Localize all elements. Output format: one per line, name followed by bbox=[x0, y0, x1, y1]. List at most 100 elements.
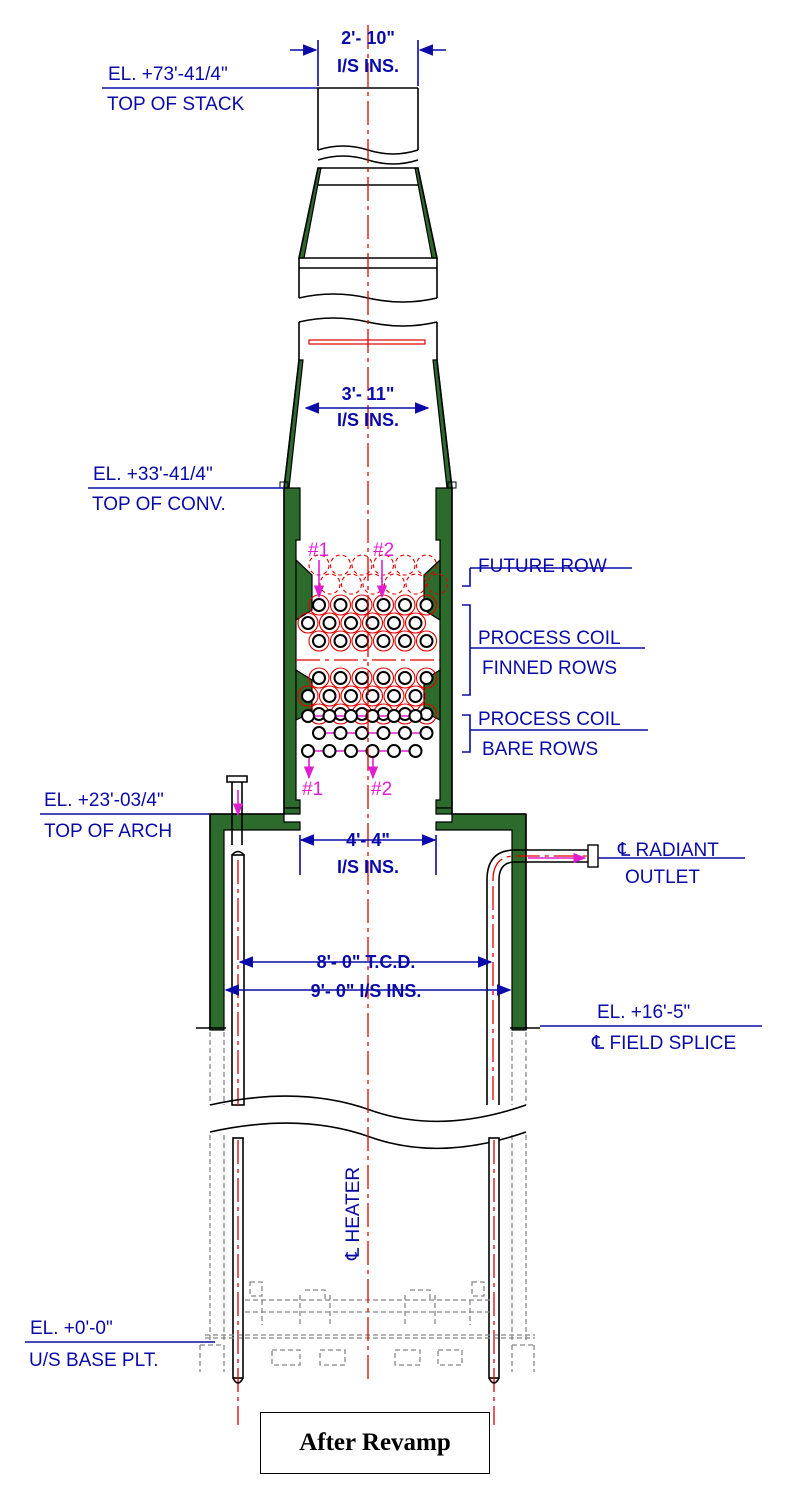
bare-tube bbox=[365, 709, 380, 723]
finned-tube bbox=[301, 689, 315, 703]
finned-tube-fin bbox=[415, 667, 438, 689]
finned-tube bbox=[376, 634, 391, 648]
finned-tube bbox=[408, 689, 423, 703]
finned-tube-fin bbox=[351, 667, 373, 689]
future-tube bbox=[329, 554, 352, 576]
finned-tube-fin bbox=[340, 612, 362, 634]
pass-2-inlet-label: #2 bbox=[373, 540, 394, 561]
bare-tube bbox=[333, 726, 348, 740]
finned-tube bbox=[387, 689, 401, 703]
finned-tube bbox=[355, 634, 369, 648]
future-tube bbox=[351, 554, 373, 576]
finned-tube-fin bbox=[372, 630, 395, 652]
finned-tube bbox=[376, 671, 391, 685]
finned-tube bbox=[312, 671, 326, 685]
pass-flow-arrows bbox=[303, 560, 388, 780]
future-tube bbox=[415, 554, 438, 576]
finned-tube bbox=[419, 634, 434, 648]
finned-tube-fin bbox=[383, 685, 405, 707]
finned-tube-fin bbox=[351, 630, 373, 652]
bare-tube bbox=[365, 744, 380, 758]
conv-ins-dim: I/S INS. bbox=[337, 857, 399, 877]
finned-tube bbox=[312, 598, 326, 612]
bare-tube bbox=[387, 709, 401, 723]
future-tube bbox=[362, 573, 384, 595]
tcd-dim: 8'- 0" T.C.D. bbox=[317, 952, 416, 972]
finned-tube-fin bbox=[308, 630, 330, 652]
pass-1-inlet-label: #1 bbox=[308, 540, 329, 561]
bare-tube bbox=[408, 744, 423, 758]
bare-tube bbox=[301, 709, 315, 723]
finned-tube bbox=[333, 671, 348, 685]
finned-tube-fin bbox=[415, 630, 438, 652]
elevation-leaders bbox=[25, 87, 762, 1343]
drawing-labels: EL. +73'-41/4" TOP OF STACK EL. +33'-41/… bbox=[29, 28, 736, 1371]
bare-tube bbox=[398, 726, 412, 740]
bare-tube bbox=[344, 709, 358, 723]
pass-2-outlet-label: #2 bbox=[371, 779, 392, 800]
bare-tube bbox=[322, 744, 337, 758]
finned-tube-fin bbox=[297, 612, 319, 634]
conv-top-label: TOP OF CONV. bbox=[92, 494, 226, 515]
stack-width-dim: 2'- 10" bbox=[341, 28, 395, 48]
bare-tube bbox=[355, 726, 369, 740]
finned-tube-fin bbox=[404, 612, 427, 634]
radiant-width-dim: 9'- 0" I/S INS. bbox=[311, 981, 422, 1001]
finned-tube bbox=[398, 634, 412, 648]
bare-tube bbox=[419, 726, 434, 740]
drawing-caption: After Revamp bbox=[260, 1412, 490, 1474]
finned-tube-fin bbox=[404, 685, 427, 707]
finned-tube bbox=[312, 634, 326, 648]
finned-tube bbox=[365, 689, 380, 703]
finned-tube-fin bbox=[351, 594, 373, 616]
finned-tube bbox=[387, 616, 401, 630]
finned-tube bbox=[333, 598, 348, 612]
finned-tube bbox=[322, 616, 337, 630]
conv-width-dim: 4'- 4" bbox=[346, 830, 390, 850]
splice-elevation-label: EL. +16'-5" bbox=[597, 1002, 690, 1023]
finned-tube bbox=[419, 598, 434, 612]
finned-tube bbox=[322, 689, 337, 703]
finned-tube-fin bbox=[383, 612, 405, 634]
finned-tube bbox=[344, 616, 358, 630]
finned-tube-fin bbox=[415, 594, 438, 616]
bare-tube bbox=[376, 726, 391, 740]
outlet-label: OUTLET bbox=[625, 867, 700, 888]
finned-tube-fin bbox=[297, 685, 319, 707]
field-splice-label: ℄ FIELD SPLICE bbox=[591, 1033, 736, 1054]
arch-elevation-label: EL. +23'-03/4" bbox=[44, 790, 164, 811]
finned-tube bbox=[365, 616, 380, 630]
finned-tube bbox=[419, 671, 434, 685]
stack-top-label: TOP OF STACK bbox=[107, 94, 245, 115]
finned-tube bbox=[398, 598, 412, 612]
future-tube bbox=[383, 573, 406, 595]
radiant-label: ℄ RADIANT bbox=[617, 840, 719, 861]
future-tube bbox=[394, 554, 416, 576]
finned-tube-fin bbox=[394, 630, 416, 652]
finned-tube-fin bbox=[318, 612, 341, 634]
bare-tube bbox=[312, 726, 326, 740]
finned-tube bbox=[355, 671, 369, 685]
finned-tube bbox=[333, 634, 348, 648]
finned-tube bbox=[376, 598, 391, 612]
future-tube bbox=[426, 573, 449, 595]
base-elevation-label: EL. +0'-0" bbox=[30, 1318, 113, 1339]
future-tube bbox=[405, 573, 427, 595]
future-tube bbox=[340, 573, 363, 595]
bare-tube bbox=[344, 744, 358, 758]
finned-tube-fin bbox=[361, 685, 384, 707]
future-tube bbox=[319, 573, 341, 595]
finned-tube-fin bbox=[361, 612, 384, 634]
finned-tube-fin bbox=[394, 594, 416, 616]
future-row-label: FUTURE ROW bbox=[478, 556, 607, 577]
breech-width-dim: 3'- 11" bbox=[342, 384, 395, 404]
stack-elevation-label: EL. +73'-41/4" bbox=[108, 64, 228, 85]
bare-tube bbox=[387, 744, 401, 758]
finned-tube bbox=[355, 598, 369, 612]
conv-elevation-label: EL. +33'-41/4" bbox=[93, 464, 213, 485]
finned-tube-fin bbox=[308, 667, 330, 689]
finned-tube bbox=[419, 707, 434, 721]
finned-tube-fin bbox=[329, 667, 352, 689]
finned-tube-fin bbox=[394, 667, 416, 689]
